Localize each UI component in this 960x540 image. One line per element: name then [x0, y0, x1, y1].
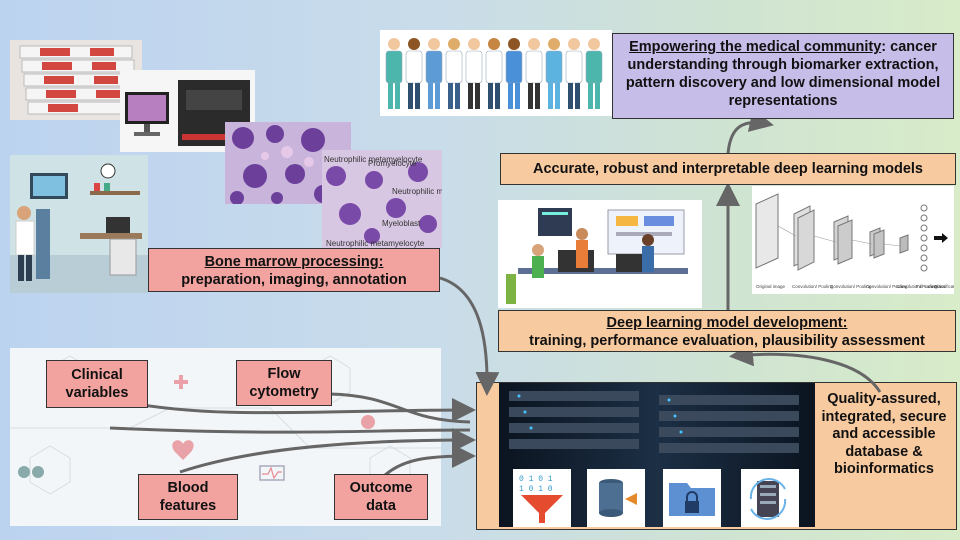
bone-marrow-title: Bone marrow processing: — [204, 254, 384, 270]
doctor-figure — [485, 38, 503, 109]
micro-label-3: Myeloblast — [382, 219, 421, 228]
database-panel: 0 1 0 1 1 0 1 0 Quality-assured, integra… — [476, 382, 957, 530]
flow-cytometry-label: Flow cytometry — [249, 366, 319, 400]
dl-development-subtitle: training, performance evaluation, plausi… — [529, 333, 925, 349]
cnn-label-2: Convolution/ Pooling — [830, 284, 872, 289]
doctor-figure — [505, 38, 523, 109]
accurate-models-label: Accurate, robust and interpretable deep … — [533, 161, 923, 177]
doctor-figure — [585, 38, 603, 109]
outcome-data-label: Outcome data — [349, 480, 413, 514]
cnn-label-3: Convolution/ Pooling — [866, 284, 908, 289]
micro-label-4: Neutrophilic metamyelocyte — [326, 239, 425, 248]
outcome-data-box: Outcome data — [334, 474, 428, 520]
empowering-title: Empowering the medical community — [629, 39, 882, 55]
clinical-variables-box: Clinical variables — [46, 360, 148, 408]
svg-text:0 1 0 1: 0 1 0 1 — [519, 475, 553, 484]
doctor-figure — [425, 38, 443, 109]
secure-folder-icon — [663, 469, 721, 527]
server-sync-icon — [741, 469, 799, 527]
doctor-figure — [445, 38, 463, 109]
team-image — [498, 200, 702, 308]
bone-marrow-subtitle: preparation, imaging, annotation — [181, 272, 407, 288]
microscopy-image-annotated: Neutrophilic metamyelocyte Promyelocyte … — [322, 150, 442, 248]
doctor-figure — [385, 38, 403, 109]
micro-label-2: Neutrophilic myelocyte — [392, 187, 442, 196]
filter-funnel-icon: 0 1 0 1 1 0 1 0 — [513, 469, 571, 527]
doctor-figure — [525, 38, 543, 109]
empowering-text: : cancer understanding through biomarker… — [625, 39, 941, 109]
dl-development-title: Deep learning model development: — [606, 315, 848, 331]
accurate-models-box: Accurate, robust and interpretable deep … — [500, 153, 956, 185]
cnn-label-1: Convolution/ Pooling — [792, 284, 834, 289]
cnn-label-0: Original image — [756, 284, 786, 289]
quality-label: Quality-assured, integrated, secure and … — [821, 391, 947, 477]
clinical-variables-label: Clinical variables — [65, 367, 129, 401]
bone-marrow-box: Bone marrow processing: preparation, ima… — [148, 248, 440, 292]
blood-features-box: Blood features — [138, 474, 238, 520]
doctor-figure — [565, 38, 583, 109]
doctor-figure — [465, 38, 483, 109]
micro-label-1: Promyelocyte — [368, 159, 417, 168]
cnn-label-5: Full connection — [916, 284, 947, 289]
blood-features-label: Blood features — [159, 480, 217, 514]
empowering-box: Empowering the medical community: cancer… — [612, 33, 954, 119]
doctors-image — [380, 30, 612, 116]
svg-text:1 0 1 0: 1 0 1 0 — [519, 485, 553, 494]
cnn-label-4: Convolution/ Pooling — [896, 284, 938, 289]
doctor-figure — [545, 38, 563, 109]
dl-development-box: Deep learning model development: trainin… — [498, 310, 956, 352]
lab-image — [10, 155, 148, 293]
cnn-label-6: Classification — [934, 284, 954, 289]
database-icon — [587, 469, 645, 527]
doctor-figure — [405, 38, 423, 109]
micro-label-0: Neutrophilic metamyelocyte — [324, 155, 423, 164]
flow-cytometry-box: Flow cytometry — [236, 360, 332, 406]
